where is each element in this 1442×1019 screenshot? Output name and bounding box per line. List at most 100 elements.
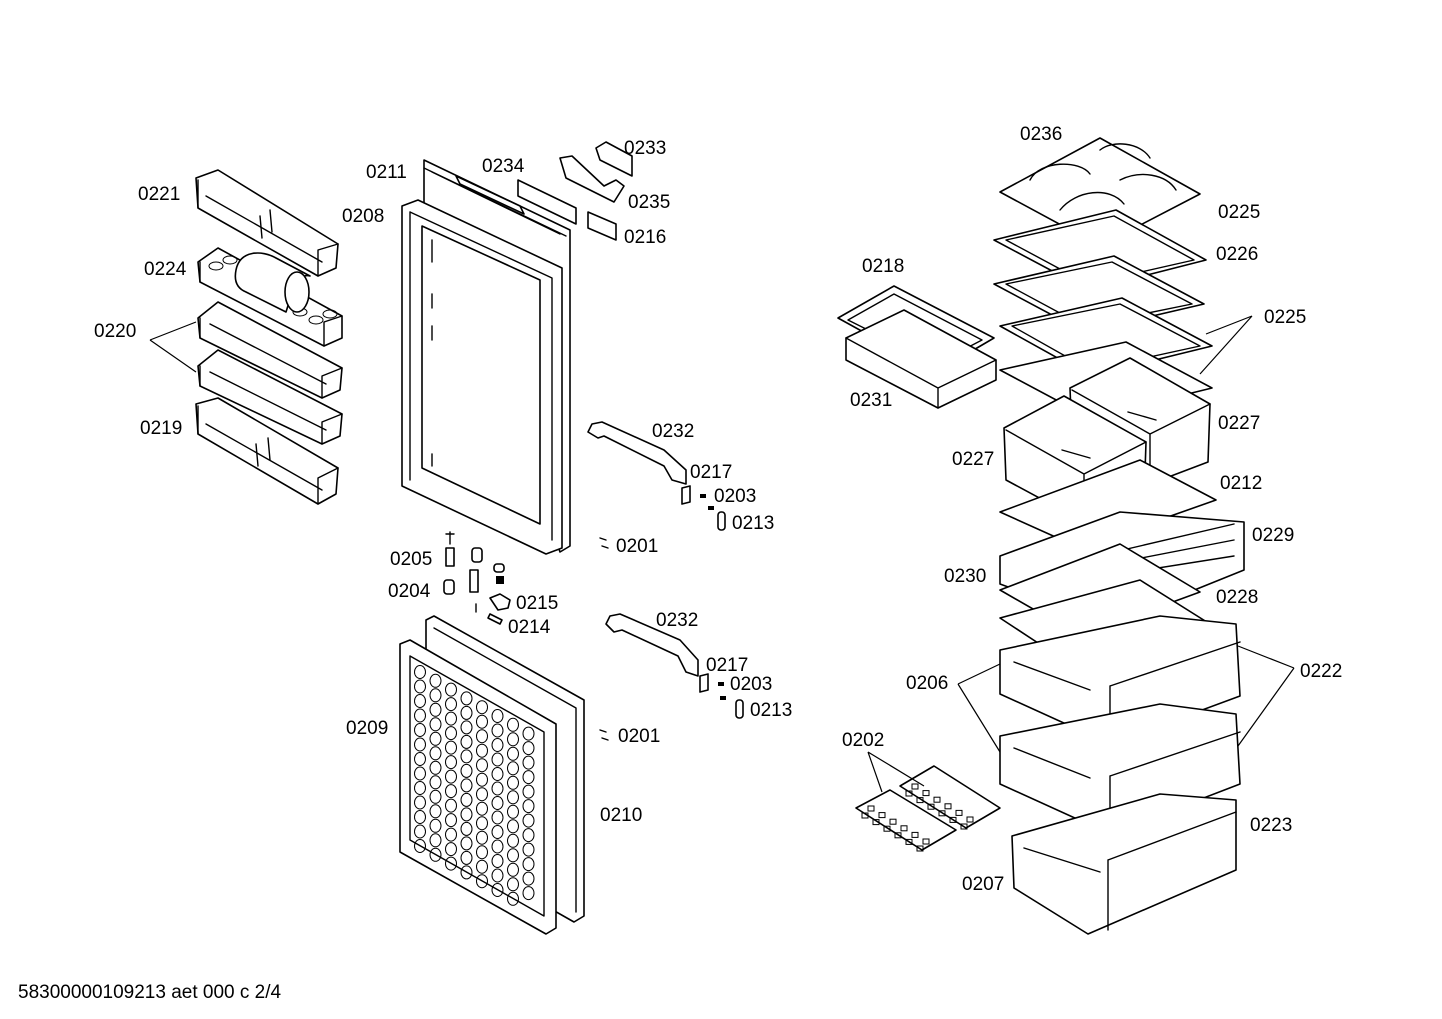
label-0203-upper: 0203: [714, 486, 756, 507]
label-0222: 0222: [1300, 661, 1342, 682]
dimple: [429, 673, 442, 688]
ice-cell: [889, 818, 897, 825]
dimple: [476, 700, 488, 715]
label-0232-lower: 0232: [656, 610, 698, 631]
dimple: [429, 731, 442, 746]
dimple: [522, 857, 535, 872]
dimple: [522, 741, 535, 756]
dimple: [445, 740, 457, 755]
screw-0201-lower: [599, 729, 609, 741]
dimple: [414, 723, 426, 737]
door-shelf-0221: [195, 169, 339, 277]
dimple: [476, 729, 488, 744]
label-0212: 0212: [1220, 473, 1262, 494]
label-0225: 0225: [1264, 307, 1306, 328]
dimple: [507, 761, 519, 776]
dimple: [429, 818, 442, 833]
ice-cell: [955, 809, 963, 816]
dimple: [445, 842, 457, 857]
label-0229: 0229: [1252, 525, 1294, 546]
ice-cell: [894, 832, 902, 839]
dimple: [507, 848, 519, 863]
label-0223: 0223: [1250, 815, 1292, 836]
dimple: [491, 839, 504, 854]
label-0227-right: 0227: [1218, 413, 1260, 434]
dimple: [429, 804, 442, 819]
ice-cell: [966, 816, 974, 823]
ice-cell: [933, 796, 941, 803]
label-0234: 0234: [482, 156, 525, 177]
dimple: [491, 738, 504, 752]
dimple: [460, 705, 473, 720]
part-labels: 0221 0224 0220 0219 0211 0208 0234 0233 …: [94, 124, 1342, 895]
dimple: [460, 720, 473, 735]
dimple: [414, 694, 426, 708]
hinge-0217-upper: [681, 485, 691, 505]
dimple: [414, 781, 426, 795]
ice-cell: [905, 838, 913, 845]
label-0231: 0231: [850, 390, 892, 411]
label-0203-lower: 0203: [730, 674, 772, 695]
dimple: [522, 828, 535, 843]
dimple: [507, 891, 519, 906]
dimple: [507, 804, 519, 819]
dimple: [507, 877, 519, 892]
dimple: [476, 830, 488, 845]
label-0211: 0211: [366, 162, 407, 183]
dimple: [491, 868, 504, 883]
dimple: [491, 723, 504, 738]
dimple: [429, 789, 442, 804]
label-0206: 0206: [906, 673, 948, 694]
hinge-parts-0215: [475, 593, 511, 613]
dimple: [460, 836, 473, 851]
dairy-box-tray-0231: [845, 309, 997, 409]
dimple: [476, 801, 488, 816]
dimple: [429, 688, 442, 703]
dimple: [476, 714, 488, 729]
dimple: [522, 770, 535, 785]
label-0201-upper: 0201: [616, 536, 658, 557]
dimple: [429, 746, 442, 761]
egg-tray-0224: [197, 247, 343, 347]
ice-cell: [867, 805, 875, 812]
dimple: [491, 709, 504, 723]
label-0228: 0228: [1216, 587, 1258, 608]
label-0216: 0216: [624, 227, 666, 248]
document-id: 58300000109213 aet 000 c 2/4: [18, 982, 282, 1003]
label-0204: 0204: [388, 581, 431, 602]
label-0205: 0205: [390, 549, 432, 570]
dimple: [491, 781, 504, 796]
label-0213-upper: 0213: [732, 513, 774, 534]
ice-cell: [916, 797, 924, 804]
label-0202: 0202: [842, 730, 884, 751]
label-0236: 0236: [1020, 124, 1062, 145]
handle-0232-lower: [605, 613, 699, 677]
label-0217-upper: 0217: [690, 462, 732, 483]
dimple: [445, 697, 457, 712]
door-shelf-0220-lower: [197, 349, 343, 445]
dimple: [522, 842, 535, 857]
dimple: [476, 816, 488, 831]
top-trim-0234: [517, 179, 577, 225]
dimple: [414, 737, 426, 752]
dimple: [507, 790, 519, 805]
label-0225-top: 0225: [1218, 202, 1260, 223]
dimple: [429, 775, 442, 790]
label-0217-lower: 0217: [706, 655, 748, 676]
dimple: [429, 702, 442, 717]
leader-lines: [149, 315, 1295, 793]
dimple: [522, 755, 535, 770]
dimple: [476, 743, 488, 758]
label-0227-left: 0227: [952, 449, 994, 470]
dimple: [491, 825, 504, 839]
dimple: [445, 856, 457, 871]
dimple: [429, 717, 442, 732]
ice-cell: [922, 790, 930, 797]
ice-cell: [911, 831, 919, 838]
label-0230: 0230: [944, 566, 986, 587]
dimple: [429, 833, 442, 848]
dimple: [445, 813, 457, 828]
dimple: [522, 784, 535, 799]
door-gasket-0208: [401, 199, 563, 555]
dimple: [491, 752, 504, 767]
